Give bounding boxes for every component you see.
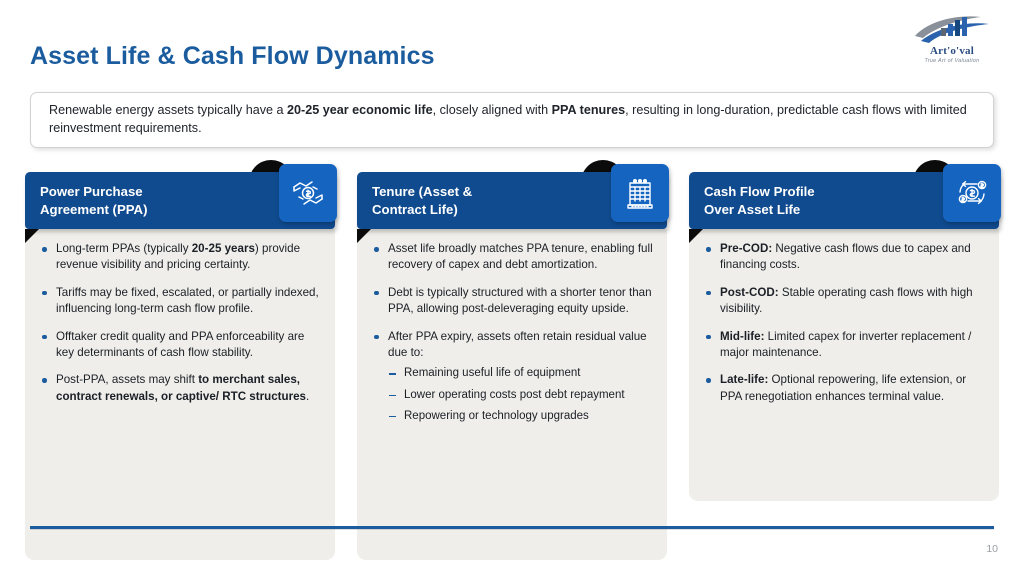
sub-bullet-list: Remaining useful life of equipment Lower… bbox=[388, 365, 653, 424]
card-body: Asset life broadly matches PPA tenure, e… bbox=[357, 229, 667, 560]
bullet-list: Pre-COD: Negative cash flows due to cape… bbox=[703, 241, 985, 405]
page-number: 10 bbox=[986, 543, 998, 555]
list-item: Pre-COD: Negative cash flows due to cape… bbox=[703, 241, 985, 274]
list-item: Debt is typically structured with a shor… bbox=[371, 285, 653, 318]
card-title: Power Purchase Agreement (PPA) bbox=[40, 184, 148, 217]
list-item: Post-PPA, assets may shift to merchant s… bbox=[39, 372, 321, 405]
bullet-text: Optional repowering, life extension, or … bbox=[720, 373, 967, 403]
logo-tagline: True Art of Valuation bbox=[924, 58, 980, 64]
sub-list-item: Repowering or technology upgrades bbox=[388, 408, 653, 424]
card-fold-corner bbox=[357, 229, 371, 243]
hands-holding-coin-icon bbox=[279, 164, 337, 222]
list-item: Late-life: Optional repowering, life ext… bbox=[703, 372, 985, 405]
list-item: Long-term PPAs (typically 20-25 years) p… bbox=[39, 241, 321, 274]
banner-text-3: , resulting in long-duration, predictabl… bbox=[49, 103, 967, 135]
list-item: Tariffs may be fixed, escalated, or part… bbox=[39, 285, 321, 318]
bullet-text: Debt is typically structured with a shor… bbox=[388, 285, 652, 316]
bullet-bold: Post-COD: bbox=[720, 285, 779, 299]
bar-chart-swoosh-logo-icon bbox=[911, 12, 993, 46]
company-logo: Art'o'val True Art of Valuation bbox=[898, 12, 1006, 70]
bullet-text: ) provide revenue visibility and pricing… bbox=[56, 242, 301, 272]
footer-divider bbox=[30, 526, 994, 529]
sub-list-item: Lower operating costs post debt repaymen… bbox=[388, 387, 653, 403]
list-item: Mid-life: Limited capex for inverter rep… bbox=[703, 329, 985, 362]
summary-banner: Renewable energy assets typically have a… bbox=[30, 92, 994, 148]
list-item: Asset life broadly matches PPA tenure, e… bbox=[371, 241, 653, 274]
bullet-text: After PPA expiry, assets often retain re… bbox=[388, 329, 647, 360]
card-title: Tenure (Asset & Contract Life) bbox=[372, 184, 473, 217]
banner-bold-2: PPA tenures bbox=[551, 103, 626, 117]
card-body: Long-term PPAs (typically 20-25 years) p… bbox=[25, 229, 335, 560]
banner-bold-1: 20-25 year economic life bbox=[287, 103, 433, 117]
list-item: Offtaker credit quality and PPA enforcea… bbox=[39, 329, 321, 362]
bullet-text: Tariffs may be fixed, escalated, or part… bbox=[56, 285, 319, 316]
logo-name: Art'o'val bbox=[930, 45, 974, 57]
calendar-document-icon bbox=[611, 164, 669, 222]
card-title: Cash Flow Profile Over Asset Life bbox=[704, 184, 815, 217]
card-fold-corner bbox=[25, 229, 39, 243]
bullet-bold: Mid-life: bbox=[720, 329, 765, 343]
bullet-list: Long-term PPAs (typically 20-25 years) p… bbox=[39, 241, 321, 405]
bullet-text: Stable operating cash flows with high vi… bbox=[720, 285, 973, 316]
list-item: Post-COD: Stable operating cash flows wi… bbox=[703, 285, 985, 318]
bullet-text: Long-term PPAs (typically bbox=[56, 242, 192, 255]
bullet-list: Asset life broadly matches PPA tenure, e… bbox=[371, 241, 653, 424]
bullet-text: Post-PPA, assets may shift bbox=[56, 373, 199, 387]
bullet-bold: Late-life: bbox=[720, 373, 769, 387]
banner-text-1: Renewable energy assets typically have a bbox=[49, 103, 288, 117]
bullet-text: Offtaker credit quality and PPA enforcea… bbox=[56, 329, 305, 360]
bullet-bold: Pre-COD: bbox=[720, 242, 773, 255]
bullet-text: Negative cash flows due to capex and fin… bbox=[720, 242, 971, 272]
bullet-bold: to merchant sales, contract renewals, or… bbox=[56, 373, 306, 403]
cash-flow-cycle-icon bbox=[943, 164, 1001, 222]
sub-list-item: Remaining useful life of equipment bbox=[388, 365, 653, 381]
card-body: Pre-COD: Negative cash flows due to cape… bbox=[689, 229, 999, 501]
bullet-text: . bbox=[306, 389, 310, 403]
banner-text-2: , closely aligned with bbox=[432, 103, 552, 117]
page-title: Asset Life & Cash Flow Dynamics bbox=[30, 42, 435, 70]
bullet-text: Asset life broadly matches PPA tenure, e… bbox=[388, 242, 653, 272]
card-fold-corner bbox=[689, 229, 703, 243]
list-item: After PPA expiry, assets often retain re… bbox=[371, 329, 653, 424]
bullet-bold: 20-25 years bbox=[191, 242, 255, 255]
bullet-text: Limited capex for inverter replacement /… bbox=[720, 329, 972, 360]
